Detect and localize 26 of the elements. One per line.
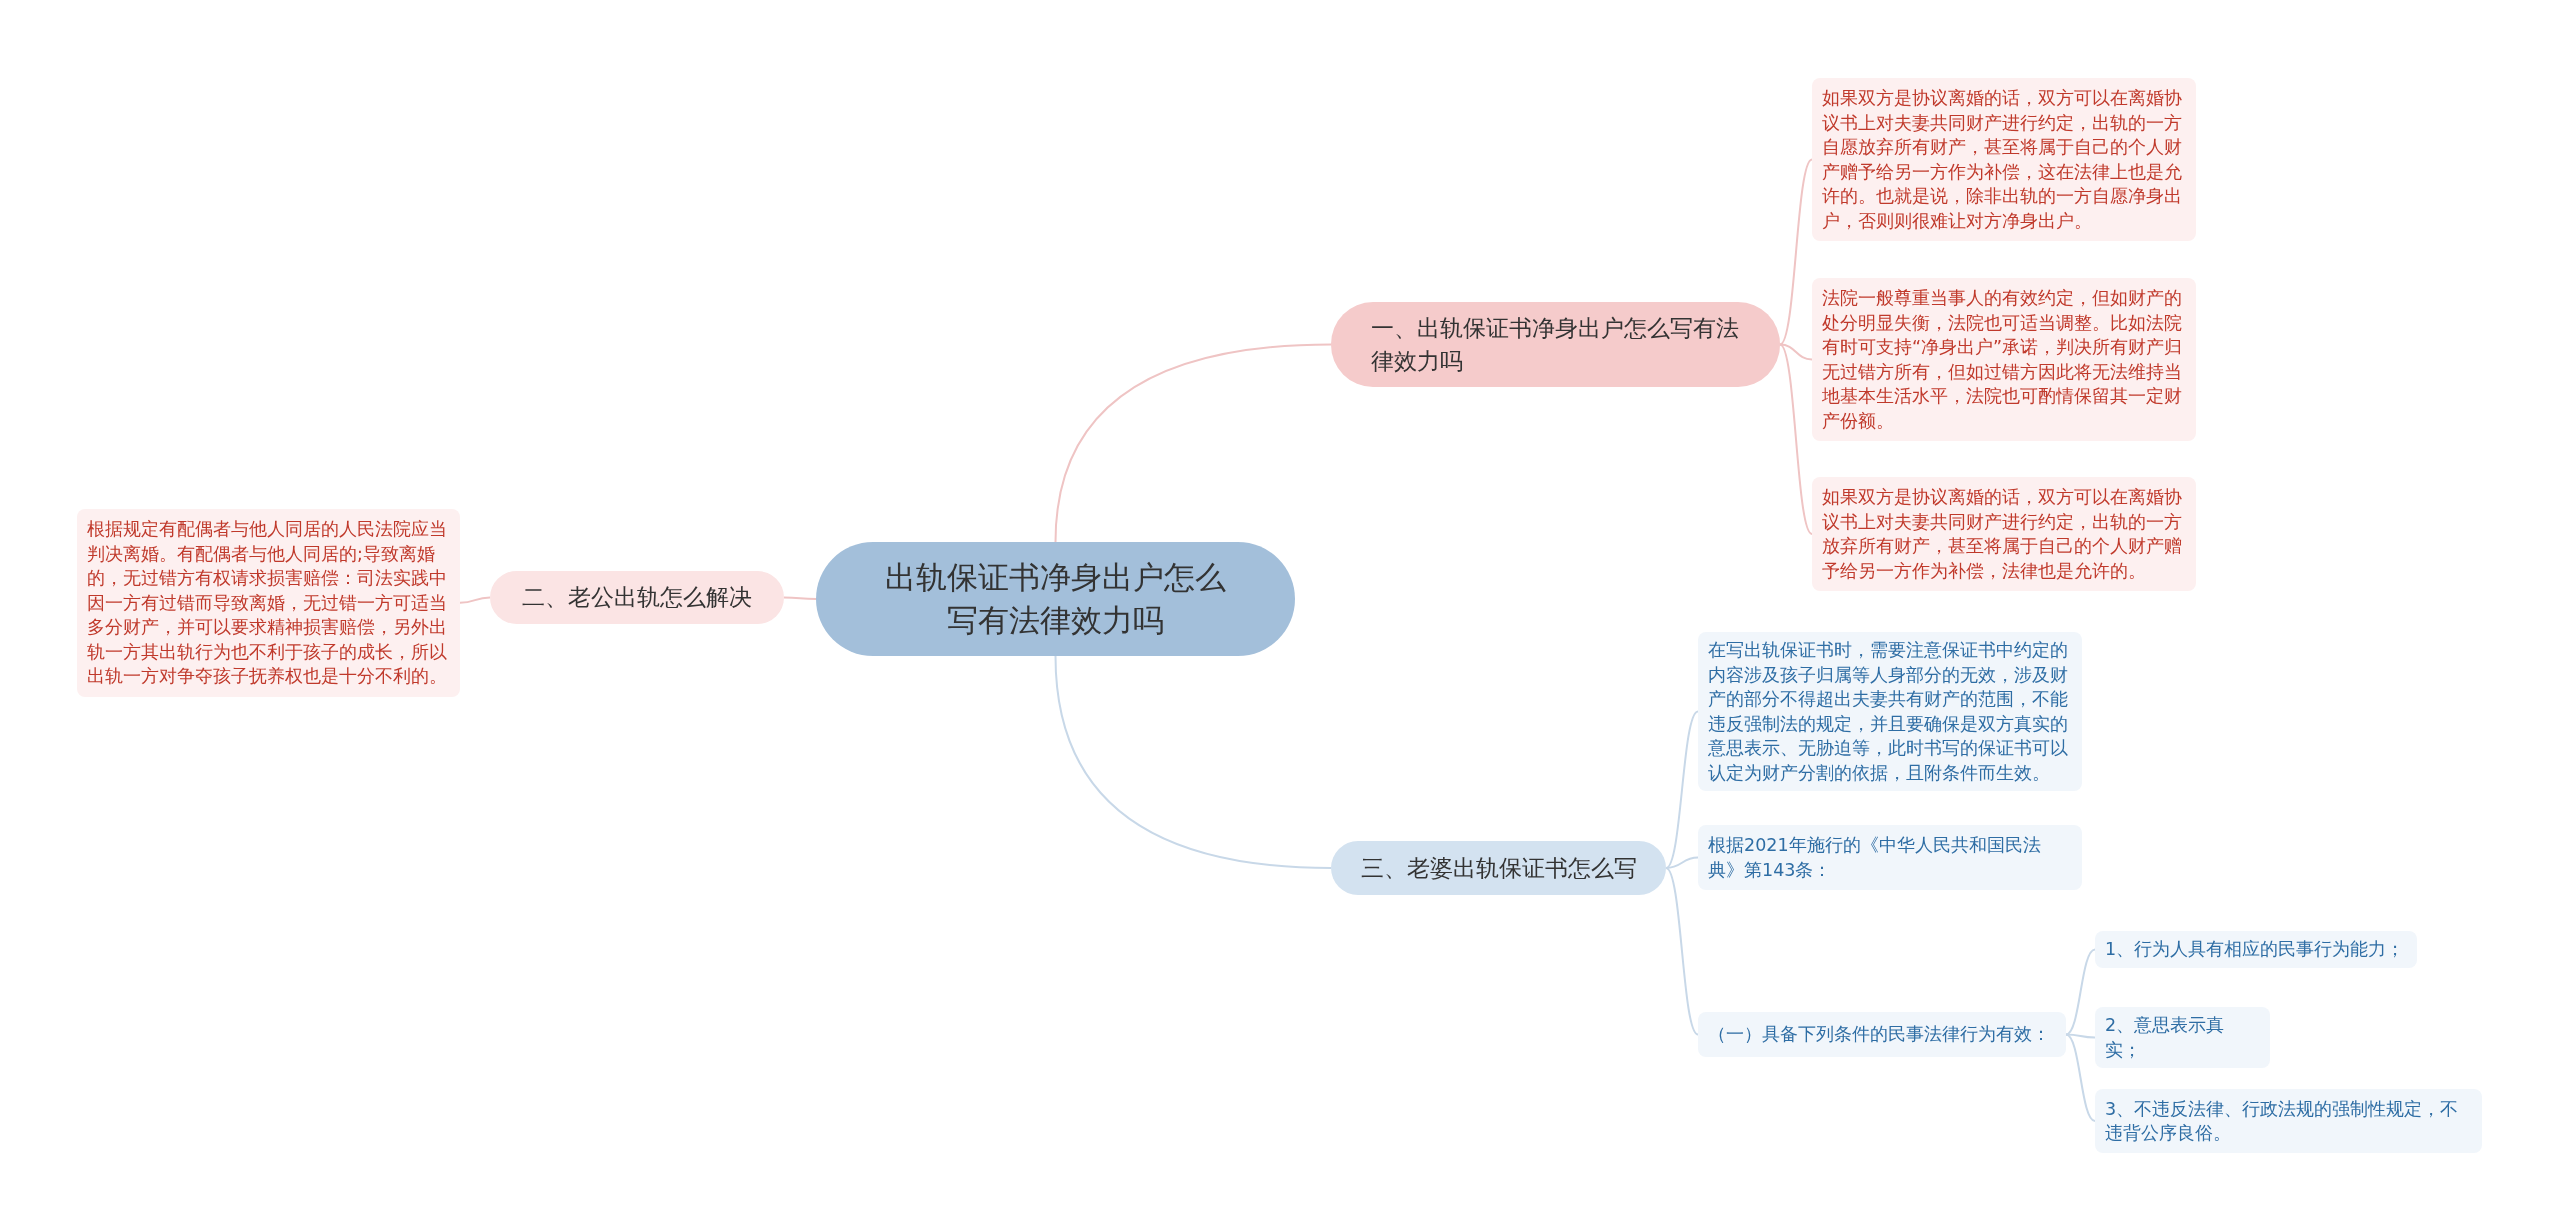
text-card: 根据规定有配偶者与他人同居的人民法院应当判决离婚。有配偶者与他人同居的;导致离婚的，无过错方有权请求损害赔偿：司法实践中因一方有过错而导致离婚，无过错一方可适当多分财产，并可以要求精神损害赔偿，另外出轨一方其出轨行为也不利于孩子的成长，所以出轨一方对争夺孩子抚养权也是十分不利的。	[77, 509, 460, 697]
connector-line	[1054, 343, 1332, 543]
text-card: 在写出轨保证书时，需要注意保证书中约定的内容涉及孩子归属等人身部分的无效，涉及财产的部分不得超出夫妻共有财产的范围，不能违反强制法的规定，并且要确保是双方真实的意思表示、无胁迫等，此时书写的保证书可以认定为财产分割的依据，且附条件而生效。	[1698, 632, 2082, 791]
text-card: 3、不违反法律、行政法规的强制性规定，不违背公序良俗。	[2095, 1089, 2482, 1153]
text-card: 1、行为人具有相应的民事行为能力；	[2095, 931, 2417, 968]
connector-line	[459, 596, 491, 604]
connector-line	[2065, 948, 2096, 1036]
text-card: 法院一般尊重当事人的有效约定，但如财产的处分明显失衡，法院也可适当调整。比如法院有时可支持“净身出户”承诺，判决所有财产归无过错方所有，但如过错方因此将无法维持当地基本生活水平，法院也可酌情保留其一定财产份额。	[1812, 278, 2196, 441]
connector-line	[1665, 710, 1699, 869]
text-card: （一）具备下列条件的民事法律行为有效：	[1698, 1012, 2066, 1057]
branch-topic: 一、出轨保证书净身出户怎么写有法律效力吗	[1331, 302, 1780, 387]
branch-topic: 三、老婆出轨保证书怎么写	[1331, 841, 1666, 895]
branch-topic: 二、老公出轨怎么解决	[490, 571, 784, 624]
central-topic: 出轨保证书净身出户怎么写有法律效力吗	[816, 542, 1295, 656]
connector-line	[1779, 343, 1813, 361]
text-card: 如果双方是协议离婚的话，双方可以在离婚协议书上对夫妻共同财产进行约定，出轨的一方放弃所有财产，甚至将属于自己的个人财产赠予给另一方作为补偿，法律也是允许的。	[1812, 477, 2196, 591]
connector-line	[1665, 867, 1699, 1036]
connector-line	[1779, 158, 1813, 346]
connector-line	[1054, 655, 1332, 869]
text-card: 如果双方是协议离婚的话，双方可以在离婚协议书上对夫妻共同财产进行约定，出轨的一方自愿放弃所有财产，甚至将属于自己的个人财产赠予给另一方作为补偿，这在法律上也是允许的。也就是说，除非出轨的一方自愿净身出户，否则则很难让对方净身出户。	[1812, 78, 2196, 241]
connector-line	[1779, 343, 1813, 535]
connector-line	[2065, 1033, 2096, 1122]
connector-line	[1665, 856, 1699, 869]
connector-line	[783, 596, 817, 600]
text-card: 根据2021年施行的《中华人民共和国民法典》第143条：	[1698, 825, 2082, 890]
text-card: 2、意思表示真实；	[2095, 1007, 2270, 1068]
